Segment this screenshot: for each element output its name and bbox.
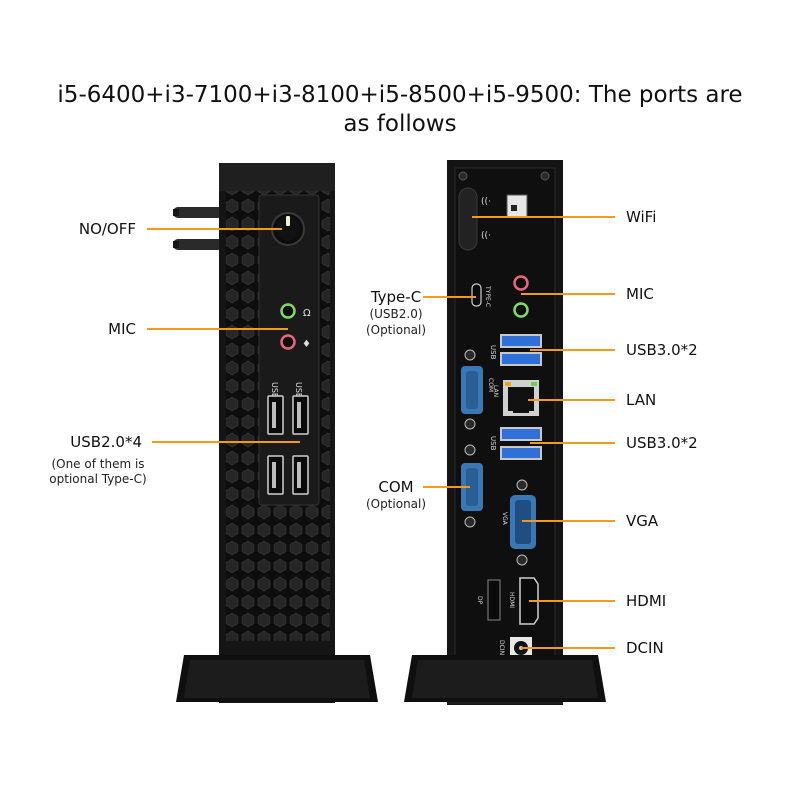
rear-mic-jack-pink [513, 275, 529, 291]
front-unit: Ω ♦ USB USB [173, 163, 378, 703]
label-dcin: DCIN [626, 639, 664, 657]
page-title-line2: as follows [343, 111, 457, 137]
svg-text:DCIN: DCIN [498, 640, 505, 655]
label-front-usb-note-1: (One of them is [51, 457, 145, 471]
svg-text:DP: DP [476, 596, 483, 605]
svg-text:HDMI: HDMI [508, 592, 515, 608]
svg-text:VGA: VGA [501, 512, 508, 526]
label-front-mic: MIC [108, 320, 136, 338]
typec-port [471, 283, 482, 307]
label-usb3-bottom: USB3.0*2 [626, 434, 698, 452]
com-port-upper [461, 349, 483, 430]
label-com-note: (Optional) [365, 497, 427, 511]
page-title-line1: i5-6400+i3-7100+i3-8100+i5-8500+i5-9500:… [57, 82, 743, 108]
label-hdmi: HDMI [626, 592, 667, 610]
label-typec: Type-C [370, 288, 422, 306]
label-power: NO/OFF [78, 220, 136, 238]
antenna-upper [173, 207, 223, 218]
label-com: COM [378, 478, 414, 496]
label-rear-mic: MIC [626, 285, 654, 303]
rear-unit: ((· ((· TYPE-C USB LAN USB [404, 160, 606, 705]
com-port-lower [461, 444, 483, 528]
svg-text:Ω: Ω [303, 308, 311, 319]
lan-port [503, 380, 539, 416]
front-usb-label-left: USB [270, 382, 279, 398]
label-front-usb-note-2: optional Type-C) [49, 472, 147, 486]
svg-text:COM: COM [487, 378, 494, 392]
label-wifi: WiFi [626, 208, 657, 226]
svg-text:♦: ♦ [302, 339, 311, 350]
antenna-lower [173, 239, 223, 250]
label-vga: VGA [626, 512, 659, 530]
svg-text:((·: ((· [481, 231, 491, 241]
front-audio-jack-green [280, 303, 296, 319]
wifi-antenna [458, 187, 478, 251]
rear-audio-jack-green [513, 302, 529, 318]
usb3-ports-bottom [500, 427, 542, 460]
dp-port [487, 579, 501, 621]
label-lan: LAN [626, 391, 657, 409]
front-usb-label-right: USB [294, 382, 303, 398]
label-usb3-top: USB3.0*2 [626, 341, 698, 359]
svg-text:USB: USB [489, 345, 497, 360]
callout-lines [147, 216, 615, 649]
typec-silkscreen: TYPE-C [484, 285, 491, 307]
label-front-usb: USB2.0*4 [70, 433, 142, 451]
svg-text:USB: USB [489, 436, 497, 451]
label-typec-note-1: (USB2.0) [369, 307, 423, 321]
label-typec-note-2: (Optional) [365, 323, 427, 337]
usb3-ports-top [500, 334, 542, 366]
svg-text:((·: ((· [481, 197, 491, 207]
front-mic-jack-pink [280, 334, 296, 350]
svg-text:LAN: LAN [492, 385, 499, 397]
